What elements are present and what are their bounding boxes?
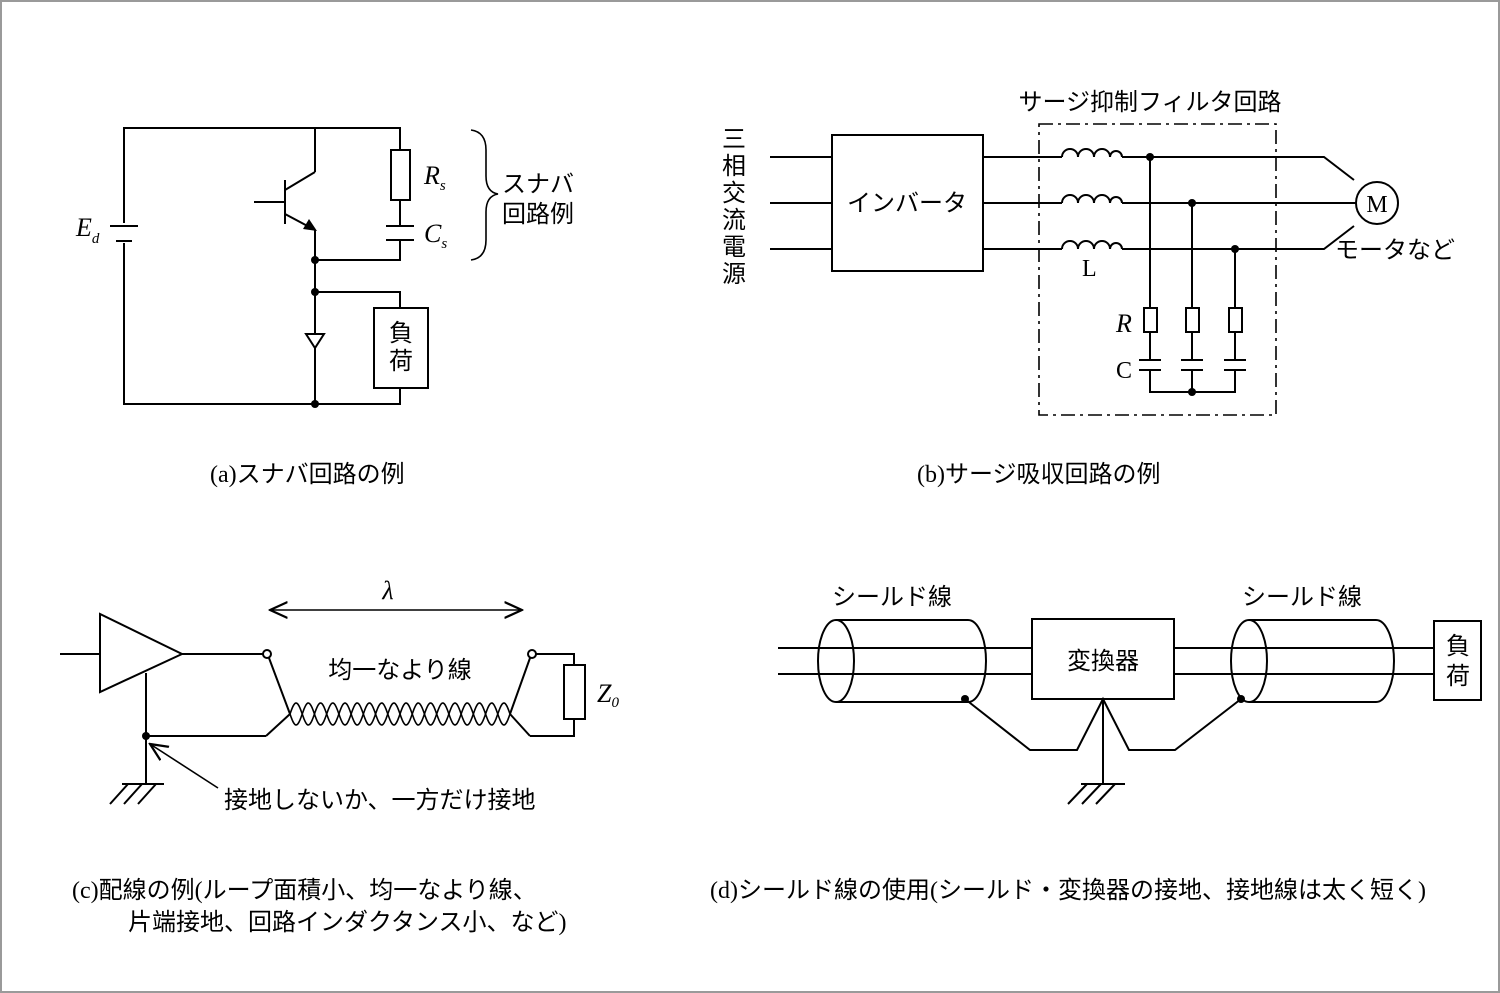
d-load-box bbox=[1433, 620, 1482, 701]
b-filter-title: サージ抑制フィルタ回路 bbox=[1018, 89, 1281, 116]
c-impedance-z0 bbox=[563, 664, 586, 720]
d-shield-right-label: シールド線 bbox=[1242, 584, 1362, 611]
panel-a-snubber-circuit: Ed Rs Cs スナバ 回路例 負 荷 (a)スナバ回路の例 bbox=[75, 127, 574, 488]
a-label-rs: Rs bbox=[423, 161, 446, 194]
c-terminal bbox=[527, 649, 537, 659]
c-twisted-wire-b bbox=[289, 702, 511, 726]
a-node-dot bbox=[311, 400, 319, 408]
d-converter-box bbox=[1031, 618, 1175, 700]
c-label-lambda: λ bbox=[381, 576, 393, 605]
a-caption: (a)スナバ回路の例 bbox=[210, 461, 405, 488]
b-inductor bbox=[1061, 240, 1123, 250]
b-resistor bbox=[1185, 307, 1200, 333]
d-converter-label: 変換器 bbox=[1067, 648, 1139, 675]
b-source-char: 相 bbox=[722, 153, 746, 180]
b-label-l: L bbox=[1082, 256, 1097, 282]
b-capacitors bbox=[1139, 359, 1246, 371]
d-caption: (d)シールド線の使用(シールド・変換器の接地、接地線は太く短く) bbox=[710, 877, 1426, 904]
a-diode-triangle bbox=[304, 333, 326, 350]
b-source-char: 三 bbox=[722, 127, 746, 153]
a-load-wire bbox=[315, 291, 401, 405]
a-snubber-label-1: スナバ bbox=[502, 172, 574, 198]
b-motor bbox=[1355, 181, 1399, 225]
c-left-fan bbox=[265, 657, 291, 737]
a-node-dot bbox=[311, 288, 319, 296]
panel-c-wiring: Z0 λ 均一なより線 接地しないか、一方だけ接地 (c)配線の例(ループ面積小… bbox=[60, 576, 619, 936]
a-resistor-rs bbox=[390, 149, 411, 201]
d-shield-right-end bbox=[1230, 619, 1268, 703]
b-inductor bbox=[1061, 148, 1123, 158]
b-node-dot bbox=[1146, 153, 1154, 161]
c-load-wires bbox=[530, 653, 575, 737]
b-motor-label: M bbox=[1366, 192, 1387, 218]
d-load-label-1: 負 bbox=[1446, 633, 1470, 660]
b-source-char: 交 bbox=[722, 180, 746, 207]
a-load-label-1: 負 bbox=[389, 320, 413, 347]
a-label-ed: Ed bbox=[75, 213, 100, 247]
a-label-cs: Cs bbox=[424, 219, 447, 252]
a-emitter-arrow bbox=[303, 219, 317, 231]
a-outer-wire bbox=[123, 127, 401, 405]
b-inverter-label: インバータ bbox=[847, 191, 967, 217]
c-label-z0: Z0 bbox=[597, 679, 619, 711]
c-right-fan bbox=[509, 657, 531, 737]
b-caption: (b)サージ吸収回路の例 bbox=[917, 461, 1161, 488]
d-shield-left-label: シールド線 bbox=[832, 584, 952, 611]
b-inductor bbox=[1061, 194, 1123, 204]
b-output-lines-1 bbox=[983, 156, 1062, 250]
c-amplifier bbox=[99, 612, 185, 694]
d-ground-symbol bbox=[1067, 783, 1125, 805]
d-shield-left-end bbox=[967, 619, 987, 703]
a-transistor-collector bbox=[284, 171, 316, 191]
panel-b-surge-circuit: 三 相 交 流 電 源 インバータ L M モータなど R C bbox=[722, 89, 1455, 488]
c-twisted-label: 均一なより線 bbox=[328, 657, 472, 684]
b-resistor bbox=[1143, 307, 1158, 333]
b-rc-wires bbox=[1149, 157, 1236, 393]
b-inverter-box bbox=[831, 134, 984, 272]
d-shield-right-body bbox=[1249, 619, 1376, 703]
a-load-label-2: 荷 bbox=[389, 348, 413, 375]
a-node-dot bbox=[311, 256, 319, 264]
b-source-label: 三 相 交 流 電 源 bbox=[722, 127, 746, 288]
c-amp-wires bbox=[145, 653, 266, 737]
a-snubber-brace bbox=[470, 129, 499, 261]
b-node-dot bbox=[1188, 199, 1196, 207]
a-load-box bbox=[373, 307, 429, 389]
b-label-c: C bbox=[1116, 358, 1132, 384]
d-shield-right-end bbox=[1375, 619, 1395, 703]
b-label-r: R bbox=[1115, 309, 1132, 338]
b-source-char: 流 bbox=[722, 207, 746, 234]
d-shield-left-body bbox=[836, 619, 968, 703]
d-shield-left-end bbox=[817, 619, 855, 703]
d-load-label-2: 荷 bbox=[1446, 663, 1470, 690]
b-source-char: 源 bbox=[722, 261, 746, 288]
c-ground-symbol bbox=[109, 736, 164, 805]
b-source-char: 電 bbox=[722, 235, 746, 261]
d-shield-node bbox=[1237, 695, 1245, 703]
b-resistor bbox=[1228, 307, 1243, 333]
panel-d-shielded-cable: 変換器 負 荷 シールド線 シールド線 (d)シールド線の使用(シールド・変換器… bbox=[710, 584, 1482, 904]
c-caption-2: 片端接地、回路インダクタンス小、など) bbox=[128, 909, 567, 936]
b-motor-text: モータなど bbox=[1335, 238, 1455, 264]
d-signal-lines bbox=[778, 647, 1434, 675]
b-input-lines bbox=[770, 156, 832, 250]
a-snubber-label-2: 回路例 bbox=[502, 201, 574, 228]
b-output-lines-2 bbox=[1122, 156, 1358, 250]
c-ground-note: 接地しないか、一方だけ接地 bbox=[224, 787, 536, 814]
c-terminal bbox=[262, 649, 272, 659]
b-node-dot bbox=[1231, 245, 1239, 253]
d-ground-wires bbox=[964, 696, 1242, 784]
c-ground-pointer bbox=[150, 744, 219, 789]
b-node-dot bbox=[1188, 388, 1196, 396]
c-caption-1: (c)配線の例(ループ面積小、均一なより線、 bbox=[72, 877, 537, 904]
d-shield-node bbox=[961, 695, 969, 703]
b-filter-boundary bbox=[1038, 123, 1277, 416]
